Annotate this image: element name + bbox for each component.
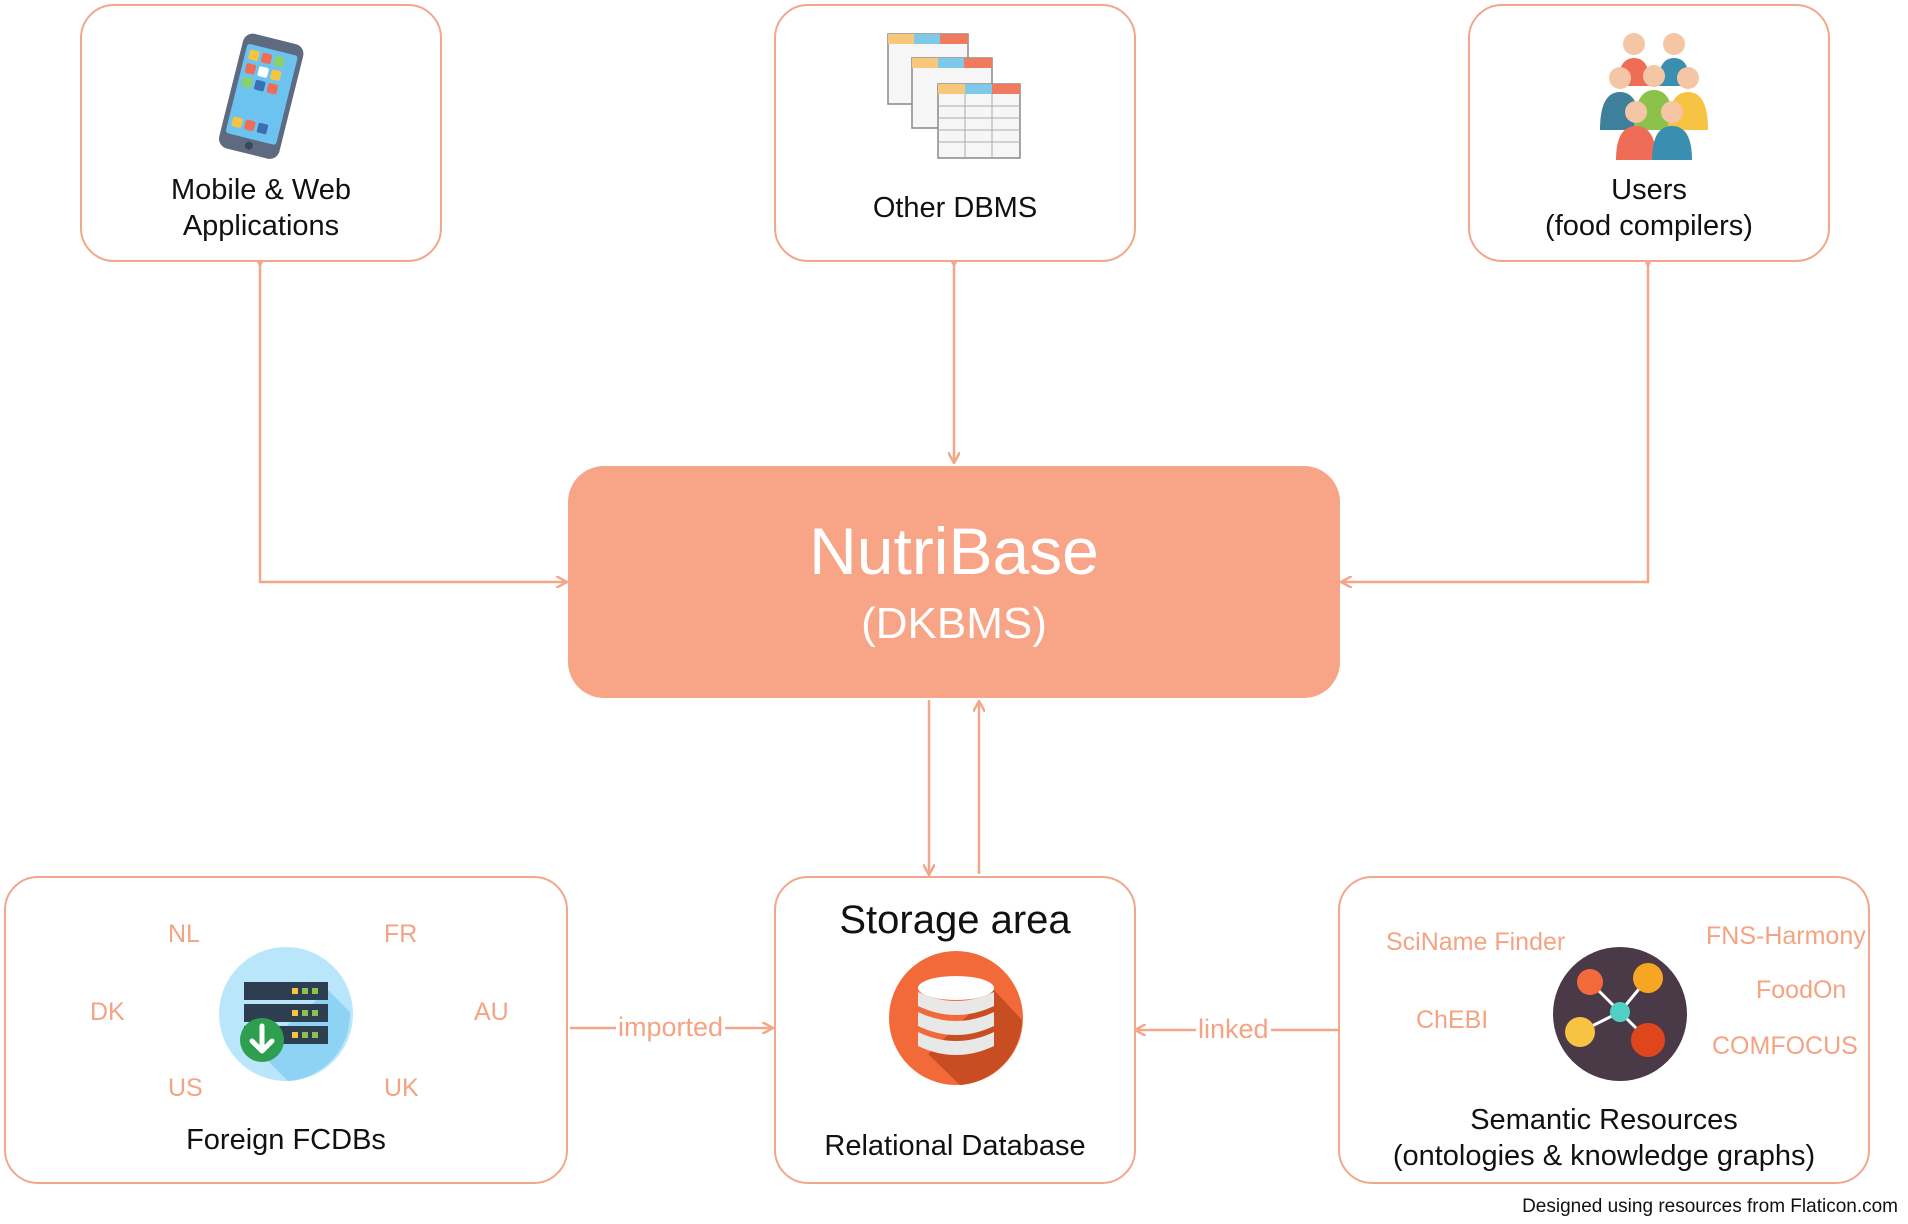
nutribase-title: NutriBase (809, 514, 1099, 588)
foreign-fcdbs-node[interactable]: NL FR DK AU US UK Foreign FCDBs (4, 876, 568, 1184)
resource-tag-foodon: FoodOn (1756, 976, 1847, 1004)
server-download-icon (218, 946, 354, 1087)
country-tag-uk: UK (384, 1074, 419, 1102)
mobile-web-label-line1: Mobile & Web (171, 174, 351, 206)
semantic-resources-node[interactable]: SciName Finder FNS-Harmony FoodOn ChEBI … (1338, 876, 1870, 1184)
nutribase-node[interactable]: NutriBase (DKBMS) (568, 466, 1340, 698)
flaticon-credit: Designed using resources from Flaticon.c… (1522, 1196, 1898, 1217)
edge-users-center (1342, 264, 1648, 582)
country-tag-dk: DK (90, 998, 125, 1026)
users-label: Users (food compilers) (1470, 172, 1828, 244)
mobile-web-node[interactable]: Mobile & Web Applications (80, 4, 442, 262)
semantic-resources-label-line2: (ontologies & knowledge graphs) (1392, 1140, 1816, 1172)
network-graph-icon (1552, 946, 1688, 1087)
country-tag-au: AU (474, 998, 509, 1026)
foreign-fcdbs-label: Foreign FCDBs (186, 1124, 386, 1156)
country-tag-nl: NL (168, 920, 200, 948)
users-label-line2: (food compilers) (1545, 210, 1753, 242)
other-dbms-node[interactable]: Other DBMS (774, 4, 1136, 262)
resource-tag-chebi: ChEBI (1416, 1006, 1489, 1034)
nutribase-subtitle: (DKBMS) (861, 599, 1047, 648)
country-tag-us: US (168, 1074, 203, 1102)
semantic-resources-label-line1: Semantic Resources (1470, 1104, 1738, 1136)
users-node[interactable]: Users (food compilers) (1468, 4, 1830, 262)
other-dbms-label: Other DBMS (872, 192, 1038, 224)
people-group-icon (1598, 30, 1710, 167)
country-tag-fr: FR (384, 920, 418, 948)
mobile-web-label-line2: Applications (182, 210, 340, 242)
edge-label-imported: imported (616, 1012, 726, 1043)
edge-mobile-center (260, 264, 566, 582)
database-icon (888, 950, 1024, 1091)
resource-tag-sciname-finder: SciName Finder (1386, 928, 1566, 956)
resource-tag-fns-harmony: FNS-Harmony (1706, 922, 1866, 950)
relational-database-label: Relational Database (824, 1130, 1086, 1162)
storage-area-node[interactable]: Storage area Relational Database (774, 876, 1136, 1184)
resource-tag-comfocus: COMFOCUS (1712, 1032, 1858, 1060)
smartphone-icon (210, 32, 310, 167)
storage-area-title: Storage area (839, 898, 1071, 942)
edge-label-linked: linked (1196, 1014, 1271, 1045)
spreadsheet-tables-icon (886, 32, 1026, 167)
mobile-web-label: Mobile & Web Applications (82, 172, 440, 244)
semantic-resources-label: Semantic Resources (ontologies & knowled… (1340, 1102, 1868, 1174)
users-label-line1: Users (1611, 174, 1687, 206)
